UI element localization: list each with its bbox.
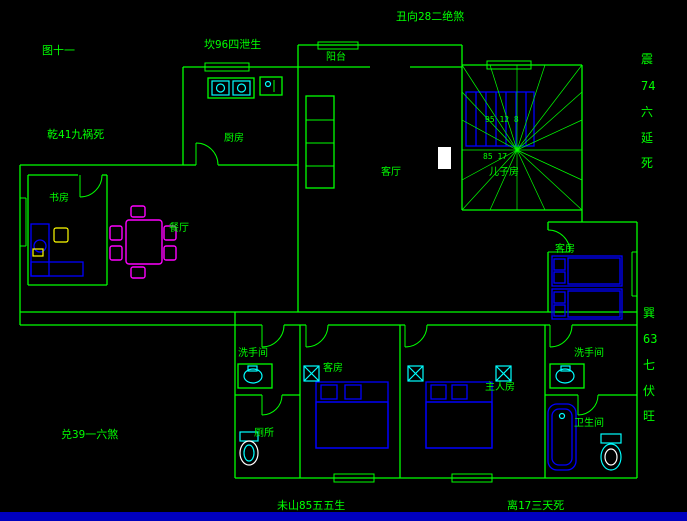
annotation-xun-column: 巽 63 七 伏 旺 — [643, 306, 657, 423]
annotation-xun-char-0: 巽 — [643, 306, 655, 320]
fengshui-sector-lines — [461, 64, 583, 211]
wardrobe-icon — [465, 91, 535, 147]
label-kitchen: 厨房 — [224, 131, 244, 144]
annotation-zhen-char-4: 死 — [641, 156, 653, 170]
nightstand-icons — [303, 365, 512, 382]
toilet-right-icon — [600, 433, 622, 471]
annotation-zhen-column: 震 74 六 延 死 — [641, 52, 655, 170]
annotation-xun-char-3: 伏 — [643, 384, 655, 398]
compass-numbers-bottom: 85 17 — [483, 152, 507, 161]
annotation-zhen-char-2: 六 — [641, 105, 653, 119]
bathtub-icon — [547, 403, 577, 471]
guest-mid-bed-icon — [315, 381, 389, 449]
figure-title: 图十一 — [42, 43, 75, 57]
annotation-chou: 丑向28二绝煞 — [396, 9, 464, 23]
annotation-kan: 坎96四泄生 — [204, 37, 261, 51]
label-study: 书房 — [49, 191, 69, 204]
sofa-icon — [305, 95, 335, 189]
label-master: 主人房 — [485, 380, 515, 393]
annotation-xun-char-2: 七 — [643, 358, 655, 372]
compass-numbers-top: 95 12 8 — [485, 115, 519, 124]
label-washroom-right: 洗手间 — [574, 346, 604, 359]
label-living: 客厅 — [381, 165, 401, 178]
status-bar — [0, 512, 687, 521]
washbasin-left-icon — [237, 363, 273, 389]
master-bed-icon — [425, 381, 493, 449]
toilet-left-icon — [239, 431, 259, 466]
stove-icon — [207, 77, 255, 99]
annotation-dui: 兑39一六煞 — [61, 427, 118, 441]
label-washroom-left: 洗手间 — [238, 346, 268, 359]
guest-beds-icon — [551, 255, 623, 320]
annotation-xun-char-4: 旺 — [643, 409, 655, 423]
label-dining: 餐厅 — [169, 221, 189, 234]
annotation-li: 离17三天死 — [507, 498, 564, 512]
label-guest-mid: 客房 — [323, 361, 343, 374]
sink-icon — [259, 76, 283, 96]
annotation-zhen-char-1: 74 — [641, 79, 655, 93]
dining-table-icon — [109, 205, 177, 279]
desk-icon — [30, 223, 84, 277]
wall-door-leaf-icon — [438, 147, 451, 169]
annotation-qian: 乾41九祸死 — [47, 127, 104, 141]
label-guest-right: 客房 — [555, 242, 575, 255]
door-swings — [79, 142, 599, 416]
label-son-room: 儿子房 — [489, 165, 519, 178]
annotation-zhen-char-0: 震 — [641, 52, 653, 66]
walls — [19, 41, 638, 483]
label-toilet: 厕所 — [254, 427, 274, 439]
annotation-zhen-char-3: 延 — [641, 131, 653, 145]
washbasin-right-icon — [549, 363, 585, 389]
annotation-xun-char-1: 63 — [643, 332, 657, 346]
label-balcony: 阳台 — [326, 50, 346, 63]
label-bathroom: 卫生间 — [574, 416, 604, 429]
annotation-wei: 未山85五五生 — [277, 498, 345, 512]
